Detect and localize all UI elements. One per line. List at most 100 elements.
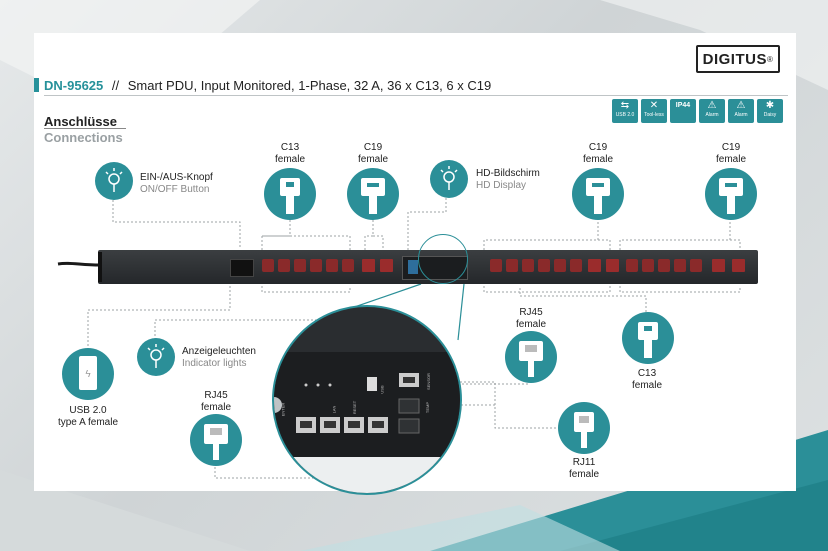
c13-outlet	[262, 259, 274, 272]
badge-usb-label: USB 2.0	[615, 112, 635, 118]
rj45-right-label-1: RJ45	[519, 307, 543, 318]
display-label-de: HD-Bildschirm	[476, 168, 540, 179]
power-cable	[57, 261, 100, 267]
c19-top2-circle	[572, 168, 624, 220]
c19-outlet	[380, 259, 393, 272]
c13-outlet	[570, 259, 582, 272]
indicator-label: Anzeigeleuchten Indicator lights	[182, 346, 256, 370]
c13-top-label: C13 female	[270, 142, 310, 166]
badge-alarm: ⚠Alarm	[728, 99, 754, 123]
c13-outlet	[506, 259, 518, 272]
c13-outlet	[658, 259, 670, 272]
c19-plug-icon	[586, 178, 610, 214]
section-title-de: Anschlüsse	[44, 114, 117, 129]
display-callout-circle	[430, 160, 468, 198]
model-number: DN-95625	[44, 78, 104, 93]
onoff-label-en: ON/OFF Button	[140, 184, 210, 195]
section-underline	[44, 128, 126, 129]
zoom-label-lan: LAN	[331, 405, 337, 414]
zoom-label-sensor: SENSOR	[425, 373, 431, 390]
on-off-switch	[230, 259, 254, 277]
button-icon	[105, 168, 123, 192]
usb-label-1: USB 2.0	[69, 405, 107, 416]
badge-ip44: IP44	[670, 99, 696, 123]
accent-stripe	[34, 78, 39, 92]
c13-outlet	[674, 259, 686, 272]
alarm-icon: ⚠	[736, 100, 746, 111]
c13-outlet	[626, 259, 638, 272]
title-separator: //	[111, 78, 120, 93]
rj45-right-label: RJ45 female	[511, 307, 551, 331]
badge-toolless: ✕Tool-less	[641, 99, 667, 123]
c19-outlet	[588, 259, 601, 272]
c13-top-label-2: female	[274, 154, 305, 165]
rj11-right-label: RJ11 female	[564, 457, 604, 481]
rj45-right-circle	[505, 331, 557, 383]
c19-top3-circle	[705, 168, 757, 220]
c13-outlet	[690, 259, 702, 272]
c19-plug-icon	[361, 178, 385, 214]
c13-right-label-2: female	[631, 380, 662, 391]
tool-icon: ✕	[649, 100, 659, 111]
c13-right-label: C13 female	[627, 368, 667, 392]
badge-alarm-indicator: ⚠Alarm	[699, 99, 725, 123]
zoom-label-temp: TEMP	[425, 401, 431, 414]
brand-logo: DIGITUS®	[696, 45, 780, 73]
c19-top1-label-1: C19	[363, 142, 383, 153]
rj45-left-label-2: female	[200, 402, 231, 413]
display-icon	[440, 166, 458, 190]
c19-top1-label: C19 female	[353, 142, 393, 166]
indicator-light-icon	[147, 344, 165, 368]
usb-port-icon: ϟ	[79, 356, 97, 390]
c19-top3-label: C19 female	[711, 142, 751, 166]
brand-registered-mark: ®	[766, 54, 774, 64]
brand-logo-text: DIGITUS	[702, 50, 767, 68]
badge-daisy-chain-label: Daisy	[763, 112, 777, 118]
hd-display-screen	[408, 260, 418, 274]
indicator-label-de: Anzeigeleuchten	[182, 346, 256, 357]
product-description: Smart PDU, Input Monitored, 1-Phase, 32 …	[127, 78, 492, 93]
rj45-right-label-2: female	[515, 319, 546, 330]
rj11-right-circle	[558, 402, 610, 454]
c13-outlet	[490, 259, 502, 272]
c19-top2-label: C19 female	[578, 142, 618, 166]
c19-plug-icon	[719, 178, 743, 214]
c13-outlet	[342, 259, 354, 272]
rj45-left-label-1: RJ45	[204, 390, 228, 401]
zoom-highlight	[418, 234, 468, 284]
c13-top-label-1: C13	[280, 142, 300, 153]
header-divider	[44, 95, 788, 96]
badge-toolless-label: Tool-less	[644, 112, 664, 118]
display-label: HD-Bildschirm HD Display	[476, 168, 540, 192]
badge-alarm-label: Alarm	[734, 112, 748, 118]
daisy-chain-icon: ✱	[765, 100, 775, 111]
c13-outlet	[522, 259, 534, 272]
ip44-icon: IP44	[675, 102, 691, 109]
pdu-endcap	[98, 252, 102, 282]
c19-outlet	[606, 259, 619, 272]
c13-plug-icon	[280, 178, 300, 214]
onoff-callout-circle	[95, 162, 133, 200]
badge-alarm-indicator-label: Alarm	[705, 112, 719, 118]
usb-label: USB 2.0 type A female	[48, 405, 128, 429]
c13-outlet	[538, 259, 550, 272]
zoom-panel	[274, 352, 460, 493]
c13-outlet	[326, 259, 338, 272]
indicator-callout-circle	[137, 338, 175, 376]
page-title: DN-95625 // Smart PDU, Input Monitored, …	[44, 78, 491, 93]
c19-outlet	[362, 259, 375, 272]
rj45-plug-icon	[204, 424, 228, 460]
rj45-left-label: RJ45 female	[196, 390, 236, 414]
indicator-label-en: Indicator lights	[182, 358, 247, 369]
badge-daisy-chain: ✱Daisy	[757, 99, 783, 123]
c13-outlet	[642, 259, 654, 272]
onoff-label: EIN-/AUS-Knopf ON/OFF Button	[140, 172, 213, 196]
section-title-en: Connections	[44, 130, 123, 145]
c19-top2-label-1: C19	[588, 142, 608, 153]
c19-top3-label-1: C19	[721, 142, 741, 153]
zoom-label-usb: USB	[379, 385, 385, 394]
c13-top-circle	[264, 168, 316, 220]
c13-outlet	[310, 259, 322, 272]
rj11-plug-icon	[574, 412, 594, 448]
badge-usb: ⇆USB 2.0	[612, 99, 638, 123]
